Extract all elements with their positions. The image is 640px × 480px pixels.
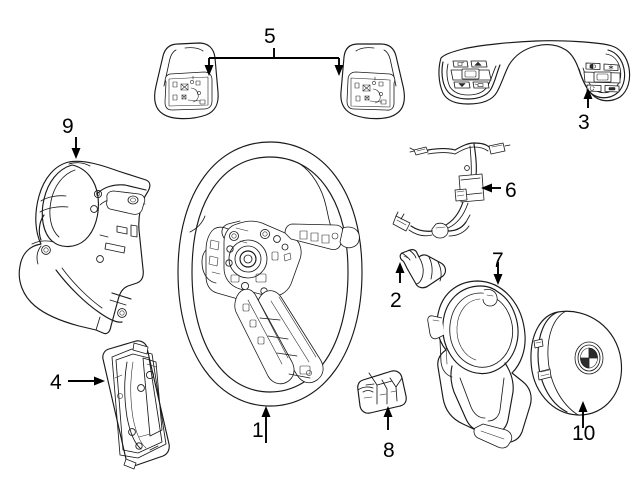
callout-leader-6 [481,183,501,193]
callout-number-10: 10 [572,422,596,445]
part-connector-plug[interactable] [399,249,447,289]
part-multifunction-switch-panel[interactable] [438,40,631,105]
callout-number-5: 5 [264,25,276,48]
part-paddle-shifter-right[interactable] [340,43,405,120]
callout-leader-1 [261,406,271,443]
callout-leader-5 [204,48,344,76]
part-control-module-bracket[interactable] [102,340,170,470]
phone-icon [589,86,595,91]
part-paddle-shifter-left[interactable] [154,42,219,120]
callout-leader-4 [68,376,105,386]
callout-leader-10 [578,401,588,428]
steering-wheel-hub-armature [201,220,360,385]
volume-up-icon [589,63,596,69]
chevron-up-icon [474,61,482,66]
part-wiring-harness[interactable] [392,142,511,239]
part-retaining-clip[interactable] [357,370,407,414]
part-airbag-mounting-ring[interactable] [427,280,532,449]
callout-number-9: 9 [62,115,74,138]
callout-number-1: 1 [252,419,264,442]
callout-number-2: 2 [390,289,402,312]
voice-control-icon [608,87,616,91]
callout-number-4: 4 [50,371,62,394]
callout-leader-8 [383,406,393,430]
bmw-roundel-icon [574,341,604,375]
star-favorite-icon [608,65,614,70]
callout-leader-9 [71,137,81,159]
part-driver-airbag-module[interactable] [530,310,623,416]
callout-number-7: 7 [492,249,504,272]
callout-leader-3 [583,88,593,108]
callout-number-6: 6 [505,179,517,202]
chevron-down-icon [458,83,466,88]
part-steering-wheel-rim[interactable] [177,141,363,407]
callout-number-3: 3 [578,111,590,134]
cruise-set-icon [474,83,484,87]
cruise-resume-icon [457,61,465,66]
callout-number-8: 8 [383,439,395,462]
callout-leader-2 [395,262,405,283]
part-steering-column-shroud[interactable] [18,160,151,335]
callout-leader-7 [493,262,503,285]
